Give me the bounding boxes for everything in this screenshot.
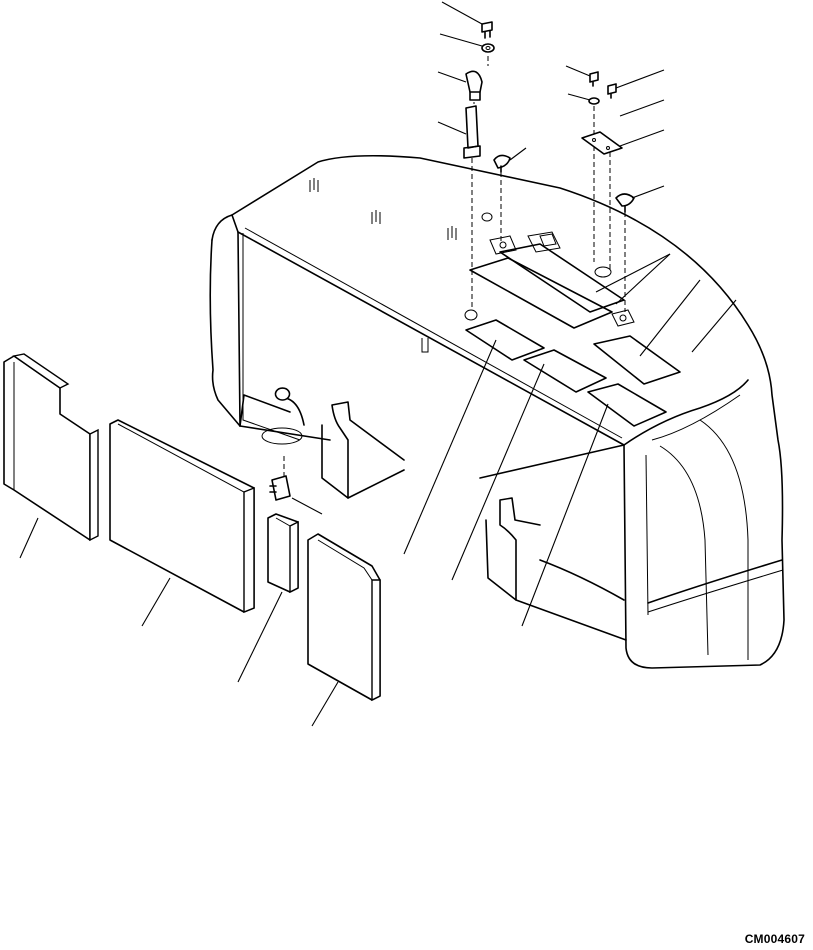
non-slip-plates [464, 212, 681, 427]
leader-lines [19, 1, 737, 727]
exploded-hardware [269, 21, 635, 501]
counterweight-body [209, 154, 785, 669]
separate-plates [3, 353, 381, 702]
drawing-code-label: CM004607 [744, 932, 805, 946]
